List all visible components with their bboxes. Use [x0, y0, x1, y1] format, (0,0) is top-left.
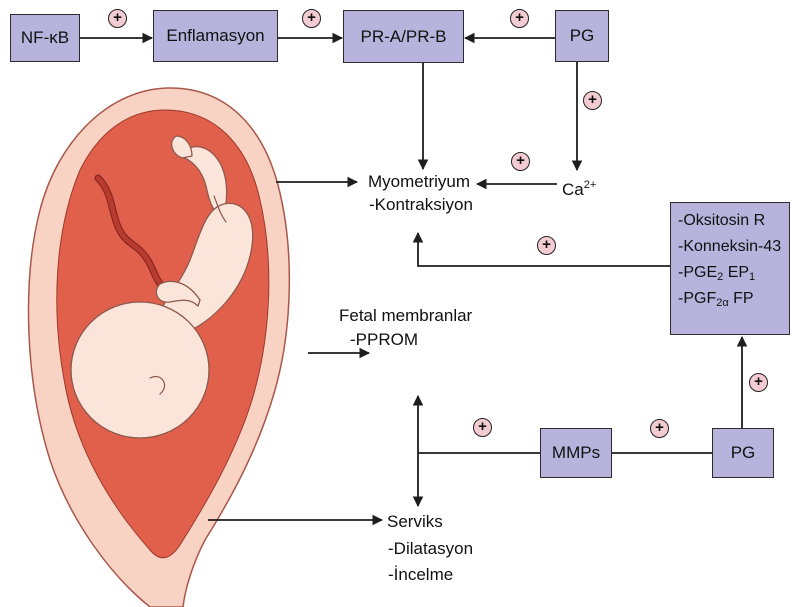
- inflammation-label: Enflamasyon: [166, 26, 264, 46]
- oxytocin-receptor-item: -Oksitosin R: [678, 208, 789, 234]
- pgf-receptor-item: -PGF2α FP: [678, 286, 789, 312]
- calcium-symbol: Ca: [562, 180, 584, 199]
- progesterone-receptor-box: PR-A/PR-B: [343, 10, 464, 63]
- progesterone-receptor-label: PR-A/PR-B: [361, 27, 447, 47]
- nfkb-label: NF-κB: [21, 28, 69, 48]
- inflammation-box: Enflamasyon: [153, 10, 278, 62]
- fetal-membranes-title: Fetal membranlar: [339, 305, 472, 327]
- calcium-charge: 2+: [584, 179, 597, 191]
- connexin-item: -Konneksin-43: [678, 234, 789, 260]
- pge-receptor-subscript: 1: [749, 271, 755, 283]
- plus-icon-nfkb-inflammation: +: [108, 9, 127, 28]
- plus-icon-pg-mmps: +: [650, 419, 669, 438]
- cervix-effect-effacement: -İncelme: [388, 564, 453, 586]
- plus-icon-pg-calcium: +: [583, 91, 602, 110]
- receptor-box: -Oksitosin R -Konneksin-43 -PGE2 EP1 -PG…: [670, 202, 790, 335]
- pge-prefix: -PGE: [678, 264, 717, 281]
- prostaglandin-bottom-label: PG: [731, 443, 756, 463]
- cervix-title: Serviks: [387, 511, 443, 533]
- mmps-label: MMPs: [552, 443, 600, 463]
- pregnant-uterus-illustration: [29, 88, 290, 607]
- prostaglandin-top-label: PG: [570, 26, 595, 46]
- plus-icon-inflammation-pr: +: [302, 9, 321, 28]
- plus-icon-calcium-myometrium: +: [511, 152, 530, 171]
- pgf-prefix: -PGF: [678, 290, 716, 307]
- plus-icon-pg-pr: +: [510, 9, 529, 28]
- pge-receptor-name: EP: [723, 264, 749, 281]
- pgf-subscript: 2α: [716, 297, 728, 309]
- calcium-label: Ca2+: [562, 174, 596, 201]
- cervix-effect-dilatation: -Dilatasyon: [388, 538, 473, 560]
- pge-receptor-item: -PGE2 EP1: [678, 260, 789, 286]
- myometrium-title: Myometriyum: [368, 171, 470, 193]
- plus-icon-pg-receptors: +: [749, 373, 768, 392]
- plus-icon-receptors-myometrium: +: [537, 236, 556, 255]
- fetal-membranes-effect: -PPROM: [350, 329, 418, 351]
- pgf-receptor-name: FP: [729, 290, 754, 307]
- myometrium-effect: -Kontraksiyon: [369, 194, 473, 216]
- plus-icon-mmps-cervix: +: [473, 418, 492, 437]
- mmps-box: MMPs: [540, 428, 612, 478]
- fetus-head: [71, 302, 209, 438]
- prostaglandin-top-box: PG: [555, 10, 609, 62]
- nfkb-box: NF-κB: [10, 14, 80, 62]
- prostaglandin-bottom-box: PG: [712, 428, 774, 478]
